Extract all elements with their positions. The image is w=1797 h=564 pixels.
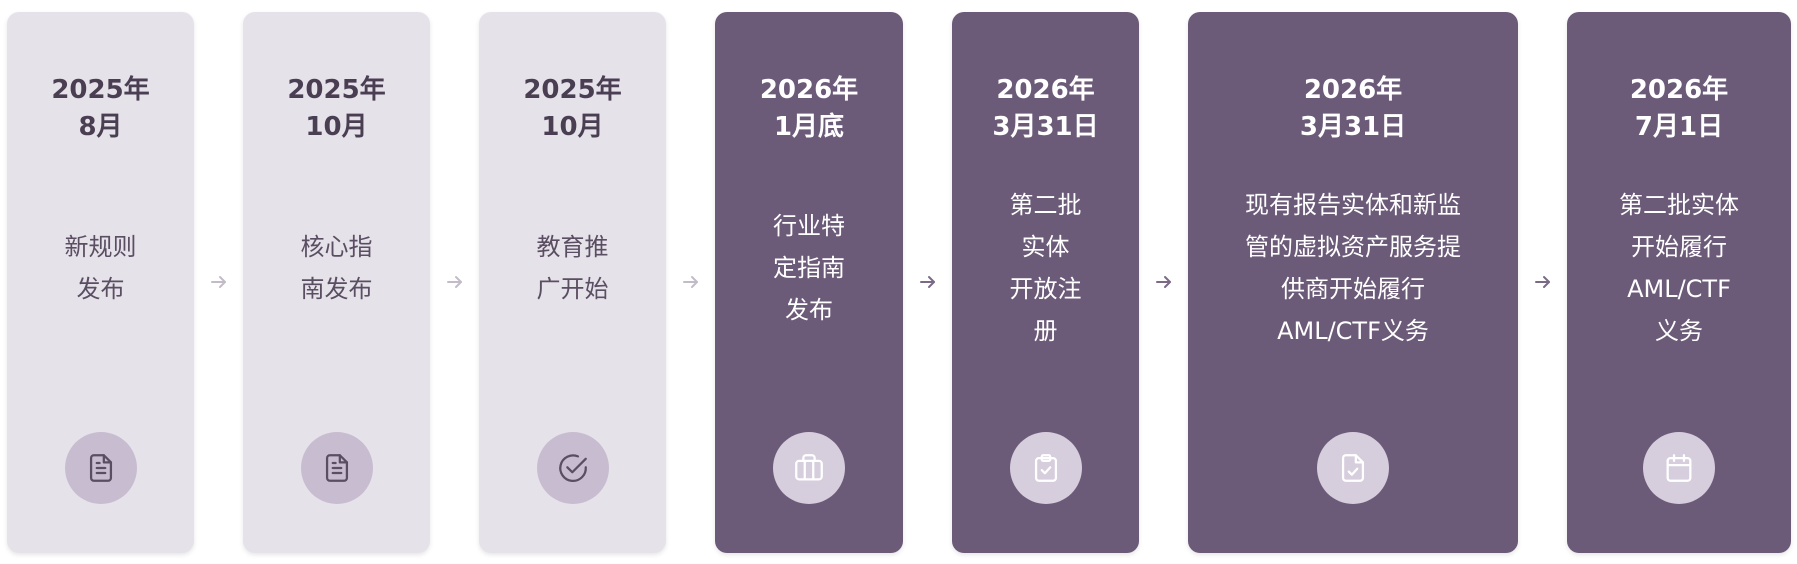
milestone-date: 2025年 10月	[523, 75, 622, 142]
milestone-card-2025-10-guidance: 2025年 10月 核心指 南发布	[243, 12, 430, 553]
arrow-right-icon	[445, 272, 465, 292]
milestone-card-2026-03-obligations: 2026年 3月31日 现有报告实体和新监 管的虚拟资产服务提 供商开始履行 A…	[1188, 12, 1518, 553]
arrow-right-icon	[681, 272, 701, 292]
document-icon	[300, 432, 373, 504]
milestone-date: 2026年 7月1日	[1629, 75, 1729, 142]
milestone-description: 第二批 实体 开放注 册	[1009, 191, 1082, 345]
milestone-description: 教育推 广开始	[536, 233, 609, 303]
milestone-description: 新规则 发布	[64, 233, 137, 303]
arrow-right-icon	[209, 272, 229, 292]
calendar-icon	[1643, 432, 1715, 504]
arrow-right-icon	[918, 272, 938, 292]
arrow-right-icon	[1533, 272, 1553, 292]
milestone-card-2026-07: 2026年 7月1日 第二批实体 开始履行 AML/CTF 义务	[1567, 12, 1791, 553]
milestone-description: 行业特 定指南 发布	[773, 212, 845, 324]
milestone-description: 现有报告实体和新监 管的虚拟资产服务提 供商开始履行 AML/CTF义务	[1245, 191, 1461, 345]
milestone-date: 2025年 10月	[287, 75, 386, 142]
milestone-date: 2026年 1月底	[759, 75, 859, 142]
milestone-description: 第二批实体 开始履行 AML/CTF 义务	[1619, 191, 1739, 345]
check-circle-icon	[536, 432, 609, 504]
milestone-card-2026-03-registration: 2026年 3月31日 第二批 实体 开放注 册	[952, 12, 1139, 553]
milestone-card-2026-01: 2026年 1月底 行业特 定指南 发布	[715, 12, 903, 553]
milestone-date: 2026年 3月31日	[992, 75, 1099, 142]
milestone-description: 核心指 南发布	[300, 233, 373, 303]
clipboard-check-icon	[1009, 432, 1082, 504]
milestone-date: 2025年 8月	[51, 75, 150, 142]
file-check-icon	[1317, 432, 1389, 504]
milestone-card-2025-08: 2025年 8月 新规则 发布	[7, 12, 194, 553]
arrow-right-icon	[1154, 272, 1174, 292]
document-icon	[64, 432, 137, 504]
milestone-card-2025-10-education: 2025年 10月 教育推 广开始	[479, 12, 666, 553]
milestone-date: 2026年 3月31日	[1299, 75, 1407, 142]
briefcase-icon	[773, 432, 845, 504]
